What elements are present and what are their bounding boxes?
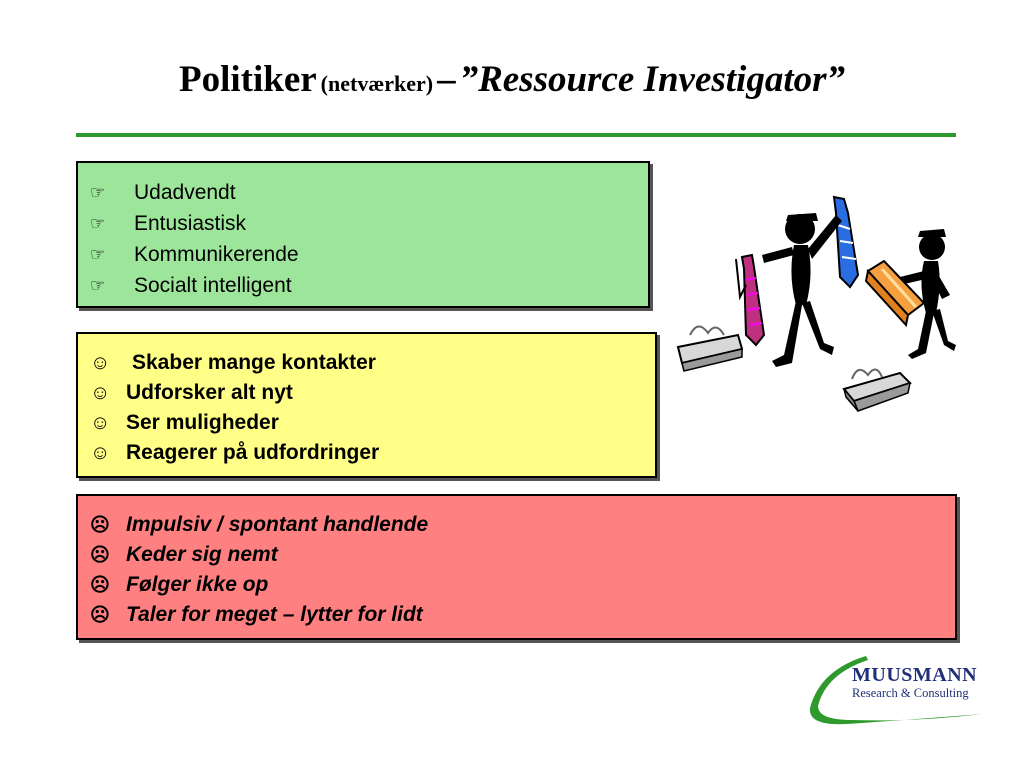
list-item-label: Kommunikerende <box>134 242 299 266</box>
frowny-icon: ☹ <box>90 604 110 626</box>
list-item: ☞ Udadvendt <box>90 177 648 208</box>
weaknesses-box: ☹ Impulsiv / spontant handlende ☹ Keder … <box>76 494 957 640</box>
logo-tagline: Research & Consulting <box>852 686 969 700</box>
list-item-label: Keder sig nemt <box>126 543 278 566</box>
person-figure-icon <box>762 213 842 367</box>
smiley-icon: ☺ <box>90 351 111 374</box>
smiley-icon: ☺ <box>90 441 111 464</box>
list-item-label: Socialt intelligent <box>134 273 292 297</box>
smiley-icon: ☺ <box>90 381 111 404</box>
company-logo: MUUSMANN Research & Consulting <box>852 664 977 700</box>
title-main: Politiker <box>178 59 317 100</box>
pointing-hand-icon: ☞ <box>90 275 106 295</box>
traits-box: ☞ Udadvendt ☞ Entusiastisk ☞ Kommunikere… <box>76 161 650 308</box>
tie-pink-icon <box>735 253 766 347</box>
title-sub: (netværker) <box>320 71 434 96</box>
strengths-box: ☺ Skaber mange kontakter ☺ Udforsker alt… <box>76 332 657 478</box>
gift-box-icon <box>676 325 744 372</box>
frowny-icon: ☹ <box>90 544 110 566</box>
list-item-label: Impulsiv / spontant handlende <box>126 513 429 536</box>
title-divider <box>76 133 956 137</box>
list-item: ☞ Socialt intelligent <box>90 270 648 301</box>
networking-illustration <box>676 195 956 412</box>
frowny-icon: ☹ <box>90 574 110 596</box>
smiley-icon: ☺ <box>90 411 111 434</box>
logo-name: MUUSMANN <box>852 664 978 686</box>
list-item-label: Udadvendt <box>134 180 236 204</box>
list-item: ☹ Taler for meget – lytter for lidt <box>90 600 955 630</box>
list-item: ☞ Entusiastisk <box>90 208 648 239</box>
frowny-icon: ☹ <box>90 514 110 536</box>
list-item-label: Entusiastisk <box>134 211 247 235</box>
pointing-hand-icon: ☞ <box>90 213 106 233</box>
person-figure-icon <box>900 229 956 359</box>
list-item: ☺ Reagerer på udfordringer <box>90 438 655 468</box>
list-item: ☹ Impulsiv / spontant handlende <box>90 510 955 540</box>
list-item-label: Udforsker alt nyt <box>126 381 293 404</box>
list-item-label: Følger ikke op <box>126 573 269 596</box>
list-item: ☹ Keder sig nemt <box>90 540 955 570</box>
title-role: ”Ressource Investigator” <box>459 59 846 100</box>
tie-blue-icon <box>832 195 860 289</box>
list-item-label: Skaber mange kontakter <box>132 351 376 374</box>
list-item-label: Ser muligheder <box>126 411 279 434</box>
list-item: ☞ Kommunikerende <box>90 239 648 270</box>
list-item: ☺ Udforsker alt nyt <box>90 378 655 408</box>
list-item-label: Reagerer på udfordringer <box>126 441 380 464</box>
list-item: ☺ Skaber mange kontakter <box>90 348 655 378</box>
list-item-label: Taler for meget – lytter for lidt <box>126 603 423 626</box>
list-item: ☺ Ser muligheder <box>90 408 655 438</box>
title-dash: – <box>437 59 456 100</box>
list-item: ☹ Følger ikke op <box>90 570 955 600</box>
slide-title: Politiker (netværker) – ”Ressource Inves… <box>0 58 1024 101</box>
pointing-hand-icon: ☞ <box>90 244 106 264</box>
gift-box-icon <box>842 368 912 412</box>
pointing-hand-icon: ☞ <box>90 182 106 202</box>
gift-box-icon <box>864 259 926 328</box>
muusmann-logo-swoosh <box>809 656 982 725</box>
